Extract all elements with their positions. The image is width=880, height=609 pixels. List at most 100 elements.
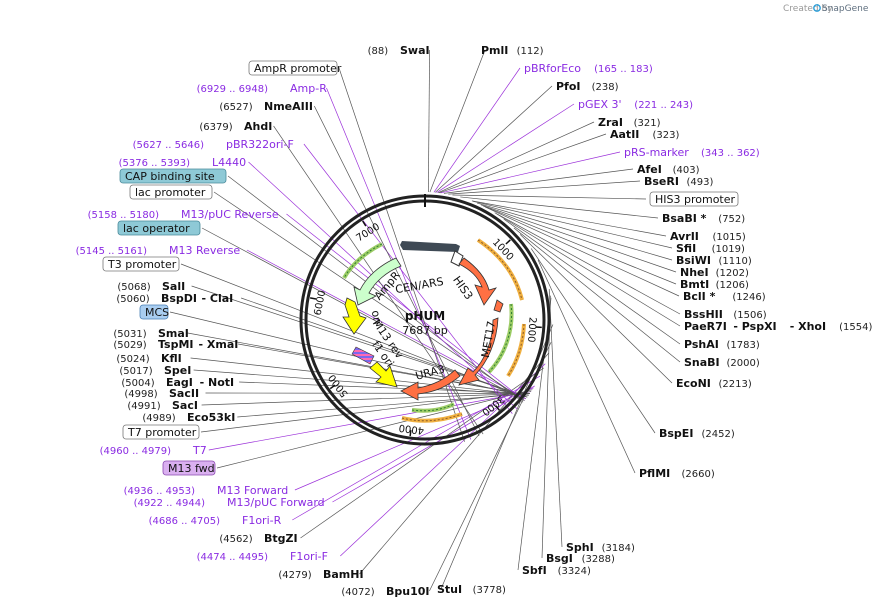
scale-tick-4	[409, 430, 412, 437]
label-nmeaiii[interactable]: (6527)NmeAIII	[219, 100, 313, 113]
label-m13-reverse[interactable]: (5145 .. 5161)M13 Reverse	[76, 244, 241, 257]
ori-feature	[342, 297, 367, 335]
label-spei[interactable]: (5017)SpeI	[119, 364, 191, 377]
label-bamhi[interactable]: (4279)BamHI	[278, 568, 363, 581]
label-tspmi[interactable]: (5029)TspMI- XmaI	[113, 338, 238, 351]
label-lac-promoter[interactable]: lac promoter	[129, 184, 213, 200]
leader-line	[433, 67, 521, 193]
label-eagi[interactable]: (5004)EagI- NotI	[121, 376, 234, 389]
leader-line	[472, 200, 673, 249]
label-t3-promoter[interactable]: T3 promoter	[102, 256, 180, 272]
label-bspdi[interactable]: (5060)BspDI- ClaI	[116, 292, 233, 305]
label-name: EcoNI	[676, 377, 711, 390]
label-name: SacI	[172, 399, 198, 412]
label-name: AmpR promoter	[254, 62, 342, 75]
label-ampr-promoter[interactable]: AmpR promoter	[248, 60, 342, 76]
label-paer7i[interactable]: PaeR7I- PspXI- XhoI(1554)	[684, 320, 872, 333]
label-name: SmaI	[158, 327, 189, 340]
label-name: Bpu10I	[386, 585, 430, 598]
label-name: PfoI	[556, 80, 581, 93]
label-his3-promoter[interactable]: HIS3 promoter	[649, 191, 739, 207]
label-name: BmtI	[680, 278, 709, 291]
label-bpu10i[interactable]: (4072)Bpu10I	[341, 585, 429, 598]
leader-line	[541, 295, 551, 559]
label-pbr322ori-f[interactable]: (5627 .. 5646)pBR322ori-F	[133, 138, 294, 151]
label-bseri[interactable]: BseRI(493)	[644, 175, 713, 188]
label-f1ori-r[interactable]: (4686 .. 4705)F1ori-R	[149, 514, 282, 527]
leader-line	[471, 200, 667, 237]
label-eco53ki[interactable]: (4989)Eco53kI	[142, 411, 235, 424]
label-pfoi[interactable]: PfoI (238)	[556, 80, 619, 93]
label-position: (2213)	[719, 379, 752, 390]
label-bmti[interactable]: BmtI(1206)	[680, 278, 749, 291]
label-pbrforeco[interactable]: pBRforEco(165 .. 183)	[524, 62, 653, 75]
label-bsabi[interactable]: BsaBI *(752)	[662, 212, 745, 225]
label-m13-forward[interactable]: (4936 .. 4953)M13 Forward	[124, 484, 289, 497]
label-m13-fwd[interactable]: M13 fwd	[162, 460, 216, 476]
leader-line	[496, 213, 681, 327]
label-btgzi[interactable]: (4562)BtgZI	[219, 532, 297, 545]
leader-line	[482, 205, 677, 285]
label-sfii[interactable]: SfiI(1019)	[676, 242, 745, 255]
scale-ticks	[309, 220, 542, 437]
label-afei[interactable]: AfeI(403)	[637, 163, 700, 176]
label-snabi[interactable]: SnaBI(2000)	[684, 356, 760, 369]
label-pflmi[interactable]: PflMI(2660)	[639, 467, 715, 480]
label-bspei[interactable]: BspEI(2452)	[659, 427, 735, 440]
label-bsshii[interactable]: BssHII(1506)	[684, 308, 767, 321]
label-pmli[interactable]: PmlI(112)	[481, 44, 544, 57]
label-name: BsaBI *	[662, 212, 707, 225]
label-name: M13/pUC Reverse	[181, 208, 279, 221]
label-avrii[interactable]: AvrII(1015)	[670, 230, 746, 243]
label-nhei[interactable]: NheI(1202)	[680, 266, 749, 279]
leader-line	[190, 357, 529, 396]
label-t7[interactable]: (4960 .. 4979)T7	[100, 444, 207, 457]
label-smai[interactable]: (5031) SmaI	[113, 327, 189, 340]
label-t7-promoter[interactable]: T7 promoter	[122, 424, 200, 440]
label-stui[interactable]: StuI(3778)	[437, 583, 506, 596]
label-saci[interactable]: (4991)SacI	[127, 399, 198, 412]
label-swai[interactable]: (88)SwaI	[368, 44, 430, 57]
leader-line	[187, 332, 529, 396]
label-position: (5031)	[113, 329, 146, 340]
label-kfli[interactable]: (5024)KflI	[116, 352, 181, 365]
label-m13-puc-reverse[interactable]: (5158 .. 5180)M13/pUC Reverse	[88, 208, 279, 221]
label-sacii[interactable]: (4998)SacII	[124, 387, 199, 400]
label-zrai[interactable]: ZraI(321)	[598, 116, 661, 129]
leader-line	[530, 248, 656, 434]
label-prs-marker[interactable]: pRS-marker(343 .. 362)	[624, 146, 760, 159]
label-name: PaeR7I	[684, 320, 727, 333]
label-pshai[interactable]: PshAI(1783)	[684, 338, 760, 351]
label-position: (238)	[592, 82, 619, 93]
label-sali[interactable]: (5068)SalI	[117, 280, 185, 293]
label-lac-operator[interactable]: lac operator	[117, 220, 201, 236]
label-position: (165 .. 183)	[594, 64, 653, 75]
label-box	[139, 304, 169, 320]
leader-line	[443, 168, 634, 194]
label-position: (343 .. 362)	[701, 148, 760, 159]
label-name: HIS3 promoter	[655, 193, 736, 206]
label-position: (5060)	[116, 294, 149, 305]
label-position: (3184)	[602, 543, 635, 554]
label-mcs[interactable]: MCS	[139, 304, 169, 320]
label-bsiwi[interactable]: BsiWI(1110)	[676, 254, 752, 267]
label-amp-r[interactable]: (6929 .. 6948)Amp-R	[197, 82, 328, 95]
label-bsgi[interactable]: BsgI(3288)	[546, 552, 615, 565]
label-m13-puc-forward[interactable]: (4922 .. 4944)M13/pUC Forward	[134, 496, 325, 509]
scale-tick-label-6: 6000	[313, 289, 329, 316]
label-cap-binding-site[interactable]: CAP binding site	[119, 168, 227, 184]
label-l4440[interactable]: (5376 .. 5393)L4440	[119, 156, 247, 169]
label-pgex-3[interactable]: pGEX 3'(221 .. 243)	[578, 98, 693, 111]
leader-line	[519, 234, 673, 384]
label-econi[interactable]: EcoNI (2213)	[676, 377, 752, 390]
label-ahdi[interactable]: (6379)AhdI	[199, 120, 272, 133]
label-aatii[interactable]: AatII(323)	[610, 128, 679, 141]
label-bcli[interactable]: BclI *(1246)	[683, 290, 766, 303]
label-sbfi[interactable]: SbfI(3324)	[522, 564, 591, 577]
label-position: (5376 .. 5393)	[119, 158, 191, 169]
label-f1ori-f[interactable]: (4474 .. 4495)F1ori-F	[197, 550, 328, 563]
leader-line	[201, 393, 530, 406]
label-box	[102, 256, 180, 272]
label-sphi[interactable]: SphI(3184)	[566, 541, 635, 554]
label-position: (1246)	[732, 292, 765, 303]
